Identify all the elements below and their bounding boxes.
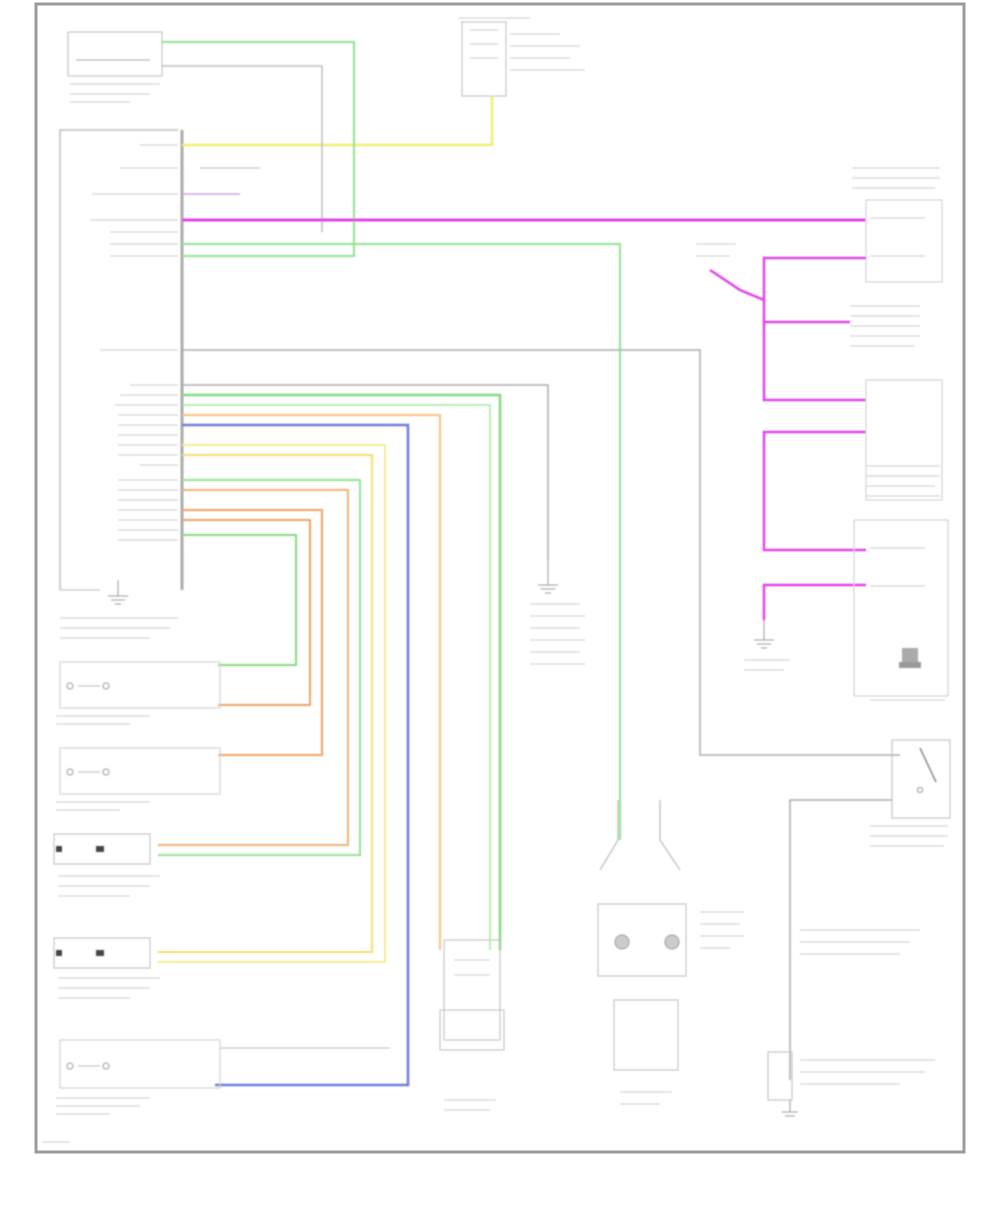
wire-yellow-2 xyxy=(158,454,373,953)
right-module-top xyxy=(852,167,943,283)
wire-yellow-top xyxy=(182,96,494,147)
ground-symbol-icon xyxy=(108,580,128,605)
wire-green-sensor-2 xyxy=(182,404,491,950)
left-sensor-1 xyxy=(56,661,221,725)
lower-center-component-2 xyxy=(597,800,744,1105)
wire-orange-4 xyxy=(182,519,311,706)
wire-green-long xyxy=(182,243,621,840)
wire-magenta-branches xyxy=(709,256,866,620)
lower-right-switch xyxy=(789,739,951,1080)
left-sensor-3 xyxy=(53,833,160,897)
fuse-block-top xyxy=(458,17,585,97)
wire-gray-long xyxy=(182,349,900,756)
right-ground xyxy=(744,620,790,671)
connector-icon xyxy=(899,648,921,668)
wire-green-4 xyxy=(182,534,297,666)
wire-blue-sensor xyxy=(182,423,410,1087)
wire-gray-top xyxy=(162,65,323,232)
lower-right-ground xyxy=(767,1051,935,1117)
left-sensor-4 xyxy=(53,937,160,999)
diagram-border xyxy=(34,2,966,1154)
wire-green-top xyxy=(162,41,355,257)
wire-green-sensor xyxy=(182,393,502,950)
wire-gray-center xyxy=(182,384,549,560)
left-sensor-5 xyxy=(56,1039,390,1115)
wire-green-3 xyxy=(158,479,361,856)
switch-contact-icon xyxy=(917,747,937,793)
wire-orange-sensor xyxy=(182,414,441,950)
wire-orange-3 xyxy=(182,509,323,756)
control-module-left xyxy=(59,129,260,639)
lower-center-component-1 xyxy=(439,939,505,1111)
wire-orange-2 xyxy=(158,489,349,846)
left-sensor-2 xyxy=(56,747,221,811)
center-ground xyxy=(530,560,585,665)
wire-light-yellow-1 xyxy=(158,444,386,963)
right-module-bottom xyxy=(850,305,949,701)
